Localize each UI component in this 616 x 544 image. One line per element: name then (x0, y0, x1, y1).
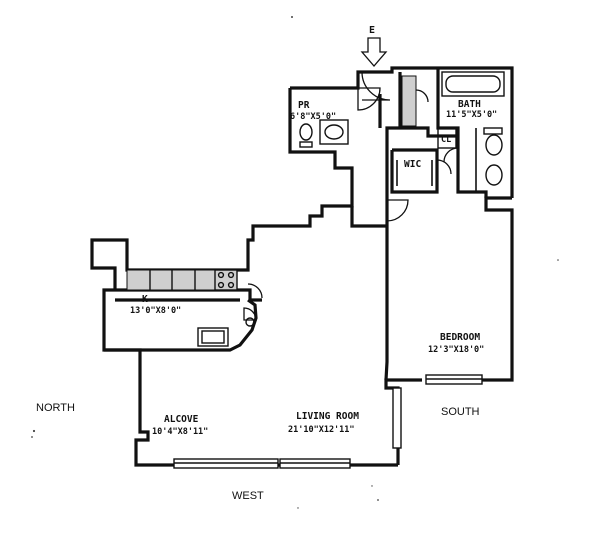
powder-door-swing (357, 87, 381, 111)
west-facade-wall (134, 360, 398, 467)
bedroom-door-swing (386, 199, 409, 222)
north-label: NORTH (36, 402, 75, 414)
wic-inner-wall (396, 160, 433, 186)
alcove-label: ALCOVE (164, 414, 199, 425)
bedroom-dims: 12'3"X18'0" (428, 345, 484, 355)
kitchen-door-swing (247, 283, 263, 299)
bath-wall (436, 68, 488, 198)
down-arrow-icon (360, 37, 388, 67)
bedroom-bottom-wall (384, 378, 422, 465)
bedroom-label: BEDROOM (440, 332, 480, 343)
cl-closet (437, 127, 457, 149)
sink-icon (485, 164, 503, 186)
scan-noise (31, 16, 559, 509)
powder-room-fixtures (299, 87, 381, 148)
living-room-label: LIVING ROOM (296, 411, 359, 422)
sink-icon (319, 119, 349, 145)
closet-fixtures (401, 75, 457, 149)
alcove-dims: 10'4"X8'11" (152, 427, 208, 437)
entry-marker: E (360, 25, 391, 101)
south-label: SOUTH (441, 406, 480, 418)
wic-door-swing (436, 159, 452, 175)
powder-room-label: PR (298, 100, 310, 111)
kitchen-fixtures (126, 269, 263, 347)
kitchen-partition-wall (115, 288, 262, 302)
entry-label: E (369, 25, 375, 36)
cl-label: CL (441, 135, 451, 145)
bath-door-swing (443, 147, 459, 163)
kitchen-label: K (142, 294, 148, 305)
bath-label: BATH (458, 99, 481, 110)
interior-walls (104, 68, 488, 381)
appliance-marker (245, 317, 255, 327)
windows (173, 374, 483, 469)
west-label: WEST (232, 490, 264, 502)
toilet-icon (299, 123, 313, 148)
room-labels: PR 6'8"X5'0" BATH 11'5"X5'0" WIC CL K 13… (130, 99, 497, 437)
entry-door-swing (361, 71, 391, 101)
stepped-facade-wall (90, 88, 354, 290)
wic-wall (390, 148, 439, 194)
powder-room-dims: 6'8"X5'0" (290, 112, 336, 122)
bath-fixtures (441, 71, 505, 186)
south-window (392, 387, 402, 449)
bedroom-west-wall (384, 226, 389, 381)
kitchen-dims: 13'0"X8'0" (130, 306, 181, 316)
bathtub-icon (441, 71, 505, 97)
kitchen-peninsula-wall (104, 298, 258, 352)
toilet-icon (483, 127, 503, 156)
bedroom-south-wall (482, 196, 514, 382)
compass-labels: NORTH SOUTH WEST (36, 402, 480, 502)
stove-icon (214, 269, 238, 291)
wic-label: WIC (404, 159, 421, 170)
living-room-wall (350, 206, 387, 228)
closet-door-swing (415, 89, 429, 103)
sink-icon (197, 327, 229, 347)
living-room-dims: 21'10"X12'11" (288, 425, 355, 435)
hall-closet (401, 75, 417, 127)
bath-dims: 11'5"X5'0" (446, 110, 497, 120)
